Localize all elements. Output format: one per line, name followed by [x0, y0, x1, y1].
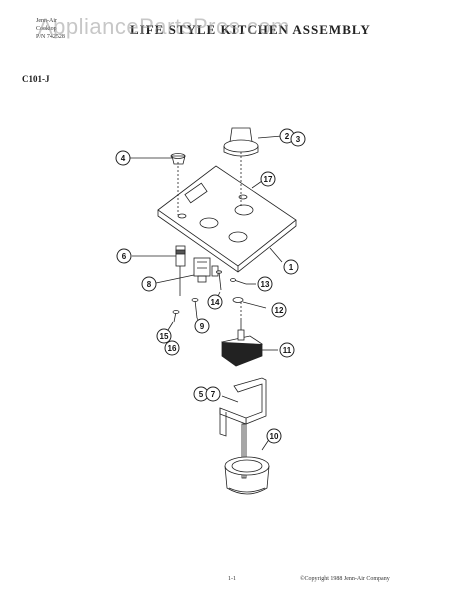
- infinite-switch: [221, 320, 263, 367]
- control-knob: [223, 127, 259, 157]
- screw-14: [216, 270, 222, 291]
- svg-text:6: 6: [122, 252, 127, 261]
- svg-text:13: 13: [261, 280, 270, 289]
- callout-16: 16: [164, 340, 180, 356]
- svg-text:16: 16: [168, 344, 177, 353]
- brand-text: Jenn-Air: [36, 18, 57, 24]
- svg-text:3: 3: [296, 135, 301, 144]
- washer-12: [232, 297, 244, 303]
- svg-text:17: 17: [264, 175, 273, 184]
- callout-7: 7: [205, 386, 221, 402]
- svg-text:15: 15: [160, 332, 169, 341]
- indicator-light: [175, 245, 186, 296]
- control-panel: [157, 165, 297, 273]
- svg-text:2: 2: [285, 132, 290, 141]
- callout-10: 10: [266, 428, 282, 444]
- svg-text:8: 8: [147, 280, 152, 289]
- screw-9: [191, 298, 199, 319]
- svg-text:4: 4: [121, 154, 126, 163]
- watermark: AppliancePartsPros.com: [38, 14, 290, 39]
- svg-text:14: 14: [211, 298, 220, 307]
- copyright-text: ©Copyright 1988 Jenn-Air Company: [300, 576, 390, 582]
- callout-12: 12: [271, 302, 287, 318]
- svg-text:12: 12: [275, 306, 284, 315]
- callout-6: 6: [116, 248, 132, 264]
- product-type-text: Cooktop: [36, 26, 57, 32]
- svg-text:9: 9: [200, 322, 205, 331]
- svg-text:5: 5: [199, 390, 204, 399]
- svg-text:1: 1: [289, 263, 294, 272]
- svg-text:10: 10: [270, 432, 279, 441]
- screw-13: [230, 278, 247, 285]
- page-title: LIFE STYLE KITCHEN ASSEMBLY: [130, 22, 371, 37]
- callout-8: 8: [141, 276, 157, 292]
- callout-1: 1: [283, 259, 299, 275]
- part-number-text: P/N 742528: [36, 34, 65, 40]
- callout-13: 13: [257, 276, 273, 292]
- switch: [193, 257, 219, 283]
- page-number: 1-1: [228, 576, 236, 582]
- indicator-cap: [170, 153, 186, 165]
- callout-15: 15: [156, 328, 172, 344]
- callout-17: 17: [260, 171, 276, 187]
- svg-text:11: 11: [283, 346, 292, 355]
- model-number: C101-J: [22, 74, 50, 84]
- callout-9: 9: [194, 318, 210, 334]
- callout-3: 3: [290, 131, 306, 147]
- callout-14: 14: [207, 294, 223, 310]
- svg-text:7: 7: [211, 390, 216, 399]
- screw-15-16: [172, 310, 180, 323]
- callout-11: 11: [279, 342, 295, 358]
- callout-4: 4: [115, 150, 131, 166]
- timer-motor: [224, 456, 270, 495]
